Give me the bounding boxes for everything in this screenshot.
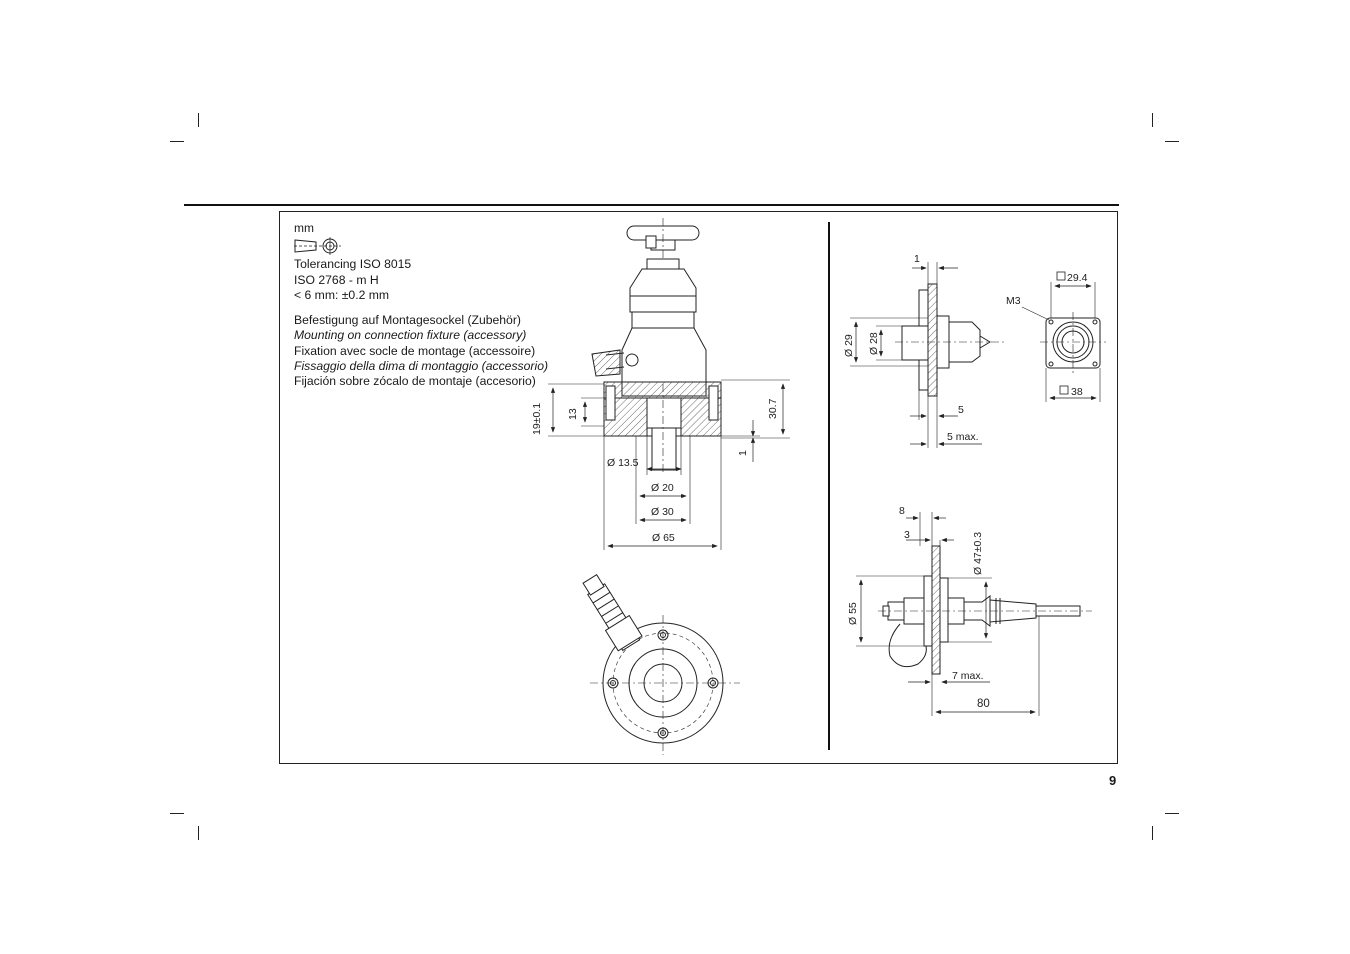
dim-19: 19±0.1	[531, 403, 543, 435]
dim-phi-13-5: Ø 13.5	[607, 457, 639, 469]
dim-phi-28: Ø 28	[868, 332, 880, 355]
mounting-note-fr: Fixation avec socle de montage (accessoi…	[294, 343, 536, 358]
dim-sq-29-4: 29.4	[1067, 272, 1088, 284]
dim-13: 13	[567, 408, 579, 420]
tolerance-line: < 6 mm: ±0.2 mm	[294, 287, 390, 302]
drawing-frame	[279, 211, 1118, 764]
mounting-note-it: Fissaggio della dima di montaggio (acces…	[294, 359, 549, 374]
tolerance-line: ISO 2768 - m H	[294, 272, 379, 287]
projection-symbol-icon	[294, 237, 341, 256]
unit-label: mm	[294, 221, 314, 235]
dim-80: 80	[977, 698, 990, 710]
right-top-side-view	[850, 262, 1106, 448]
dim-phi-20: Ø 20	[651, 482, 674, 494]
mounting-note-en: Mounting on connection fixture (accessor…	[294, 328, 527, 343]
dim-5: 5	[958, 404, 964, 416]
label-m3: M3	[1006, 295, 1021, 307]
crop-mark	[198, 113, 199, 127]
crop-mark	[1165, 813, 1179, 814]
dim-5-max: 5 max.	[947, 431, 979, 443]
crop-mark	[170, 813, 184, 814]
dim-phi-55: Ø 55	[847, 602, 859, 625]
crop-mark	[198, 826, 199, 840]
crop-mark	[170, 141, 184, 142]
dim-3: 3	[904, 529, 910, 541]
dim-1-top: 1	[914, 253, 920, 265]
main-side-view	[548, 218, 790, 550]
mounting-note-de: Befestigung auf Montagesockel (Zubehör)	[294, 313, 521, 328]
dim-sq-38: 38	[1071, 386, 1083, 398]
header-rule	[184, 204, 1119, 206]
dim-phi-29: Ø 29	[843, 334, 855, 357]
page-number: 9	[1109, 773, 1117, 788]
tolerance-line: Tolerancing ISO 8015	[294, 257, 412, 272]
mounting-note-es: Fijación sobre zócalo de montaje (acceso…	[294, 374, 536, 389]
main-top-view	[582, 574, 740, 755]
dim-30-7: 30.7	[767, 398, 779, 419]
dim-7-max: 7 max.	[952, 670, 984, 682]
dim-phi-47: Ø 47±0.3	[972, 532, 984, 575]
crop-mark	[1152, 113, 1153, 127]
crop-mark	[1165, 141, 1179, 142]
tolerance-notes: mm Tolerancing ISO 8015 ISO 2768 - m H <…	[294, 221, 548, 390]
right-bottom-side-view	[856, 512, 1092, 716]
frame-divider	[828, 222, 830, 750]
dim-1-main: 1	[737, 450, 749, 456]
dim-phi-30: Ø 30	[651, 506, 674, 518]
dim-8: 8	[899, 505, 905, 517]
dim-phi-65: Ø 65	[652, 532, 675, 544]
crop-mark	[1152, 826, 1153, 840]
